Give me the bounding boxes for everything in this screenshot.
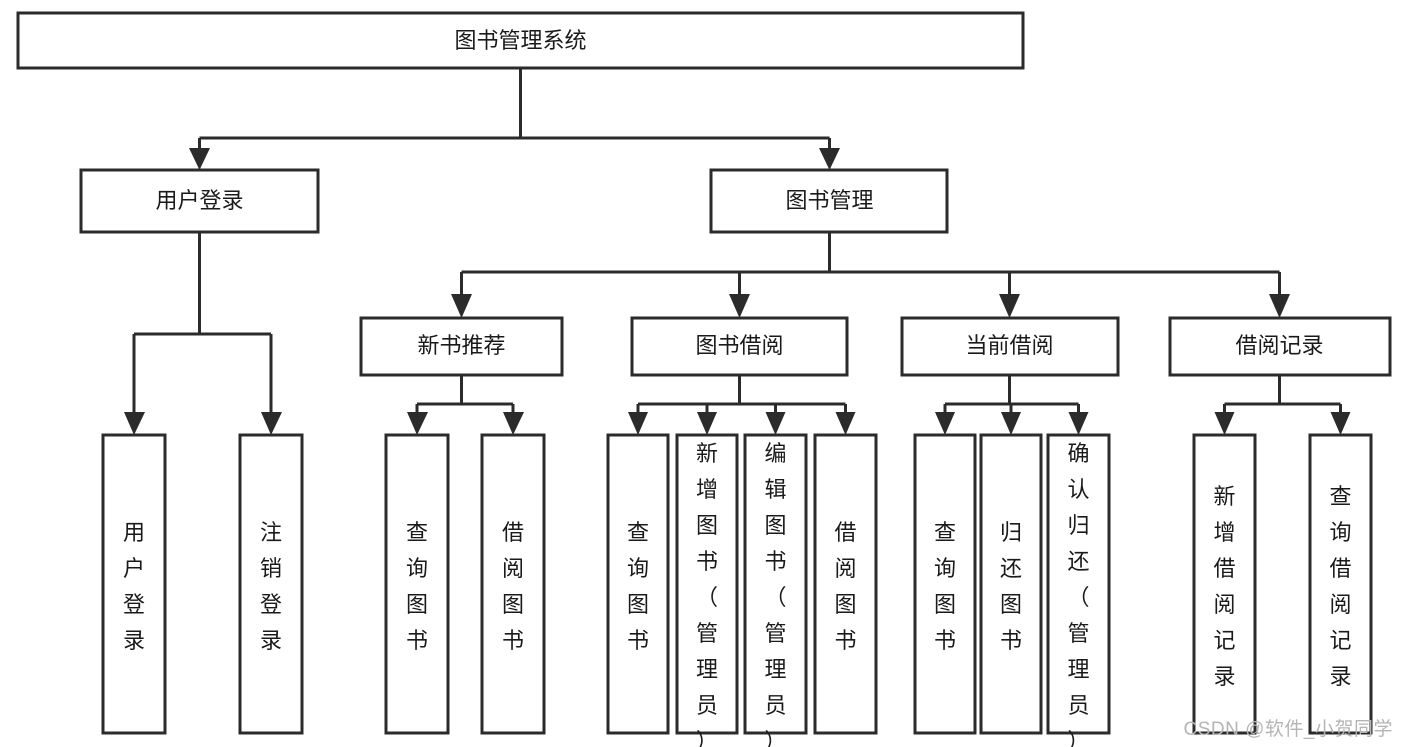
arrow-head-leaf-user-logout xyxy=(261,412,282,435)
node-book-management-label: 图书管理 xyxy=(785,188,873,213)
node-leaf-query-book-1-label: 查询图书 xyxy=(406,520,428,653)
arrow-head-leaf-query-book-2 xyxy=(628,412,648,435)
node-leaf-query-book-2[interactable]: 查询图书 xyxy=(606,433,670,735)
node-leaf-add-record-box[interactable] xyxy=(1192,433,1257,735)
arrow-head-user-login xyxy=(189,148,210,170)
node-leaf-query-book-3-box[interactable] xyxy=(913,433,977,735)
node-leaf-query-book-3-label: 查询图书 xyxy=(934,520,956,653)
node-current-borrow-box[interactable] xyxy=(900,316,1120,377)
node-leaf-return-book[interactable]: 归还图书 xyxy=(979,433,1043,735)
node-leaf-user-login[interactable]: 用户登录 xyxy=(101,433,167,735)
node-root-box[interactable] xyxy=(16,11,1025,70)
node-book-borrow[interactable]: 图书借阅 xyxy=(630,316,849,377)
node-leaf-return-book-box[interactable] xyxy=(979,433,1043,735)
arrow-head-leaf-user-login xyxy=(124,412,145,435)
node-leaf-query-book-1-box[interactable] xyxy=(384,433,450,735)
node-new-book-recommend-label: 新书推荐 xyxy=(417,333,505,358)
node-book-borrow-box[interactable] xyxy=(630,316,849,377)
arrow-head-book-borrow xyxy=(729,294,750,318)
node-new-book-recommend-box[interactable] xyxy=(359,316,564,377)
node-leaf-query-record[interactable]: 查询借阅记录 xyxy=(1308,433,1373,735)
node-current-borrow[interactable]: 当前借阅 xyxy=(900,316,1120,377)
node-leaf-add-book-box[interactable] xyxy=(675,433,739,735)
node-leaf-borrow-book-1-box[interactable] xyxy=(480,433,546,735)
node-leaf-add-record-label: 新增借阅记录 xyxy=(1213,484,1235,689)
node-user-login-label: 用户登录 xyxy=(155,188,243,213)
node-leaf-confirm-return[interactable]: 确认归还（管理员） xyxy=(1046,433,1111,747)
arrow-head-borrow-record xyxy=(1269,294,1290,318)
node-leaf-edit-book-label: 编辑图书（管理员） xyxy=(764,441,786,747)
node-current-borrow-label: 当前借阅 xyxy=(965,333,1053,358)
node-leaf-edit-book[interactable]: 编辑图书（管理员） xyxy=(743,433,808,747)
arrow-head-leaf-query-book-3 xyxy=(935,412,955,435)
arrow-head-leaf-add-book xyxy=(697,412,717,435)
node-user-login-box[interactable] xyxy=(79,168,320,234)
arrow-head-leaf-confirm-return xyxy=(1068,412,1089,435)
node-leaf-edit-book-box[interactable] xyxy=(743,433,808,735)
arrow-head-current-borrow xyxy=(999,294,1020,318)
node-user-login[interactable]: 用户登录 xyxy=(79,168,320,234)
node-leaf-borrow-book-2[interactable]: 借阅图书 xyxy=(813,433,878,735)
node-leaf-borrow-book-1[interactable]: 借阅图书 xyxy=(480,433,546,735)
node-leaf-user-logout-label: 注销登录 xyxy=(260,520,282,653)
node-leaf-confirm-return-box[interactable] xyxy=(1046,433,1111,735)
node-leaf-user-logout[interactable]: 注销登录 xyxy=(238,433,304,735)
arrow-head-new-book-recommend xyxy=(451,294,472,318)
node-borrow-record-box[interactable] xyxy=(1168,316,1392,377)
node-leaf-return-book-label: 归还图书 xyxy=(1000,520,1022,653)
node-leaf-user-login-box[interactable] xyxy=(101,433,167,735)
node-leaf-query-record-box[interactable] xyxy=(1308,433,1373,735)
arrow-head-leaf-query-book-1 xyxy=(407,412,428,435)
node-book-management[interactable]: 图书管理 xyxy=(709,168,949,234)
node-root-label: 图书管理系统 xyxy=(454,28,586,53)
node-borrow-record[interactable]: 借阅记录 xyxy=(1168,316,1392,377)
node-leaf-query-book-2-box[interactable] xyxy=(606,433,670,735)
node-leaf-user-login-label: 用户登录 xyxy=(123,520,145,653)
arrow-head-leaf-edit-book xyxy=(765,412,786,435)
leaf-layer: 用户登录 注销登录 查询图书 借阅图书 查询图书 新 xyxy=(101,433,1373,747)
arrow-head-leaf-borrow-book-2 xyxy=(835,412,856,435)
node-book-borrow-label: 图书借阅 xyxy=(695,333,783,358)
node-leaf-query-record-label: 查询借阅记录 xyxy=(1329,484,1351,689)
arrow-head-leaf-query-record xyxy=(1330,412,1351,435)
node-leaf-query-book-2-label: 查询图书 xyxy=(627,520,649,653)
node-book-management-box[interactable] xyxy=(709,168,949,234)
node-borrow-record-label: 借阅记录 xyxy=(1235,333,1323,358)
node-root[interactable]: 图书管理系统 xyxy=(16,11,1025,70)
node-leaf-borrow-book-2-box[interactable] xyxy=(813,433,878,735)
node-leaf-borrow-book-2-label: 借阅图书 xyxy=(834,520,856,653)
node-leaf-add-book-label: 新增图书（管理员） xyxy=(696,441,718,747)
node-new-book-recommend[interactable]: 新书推荐 xyxy=(359,316,564,377)
node-leaf-query-book-3[interactable]: 查询图书 xyxy=(913,433,977,735)
node-leaf-borrow-book-1-label: 借阅图书 xyxy=(502,520,524,653)
arrow-head-leaf-borrow-book-1 xyxy=(503,412,524,435)
node-leaf-user-logout-box[interactable] xyxy=(238,433,304,735)
arrow-head-leaf-return-book xyxy=(1001,412,1021,435)
arrow-head-book-management xyxy=(819,148,840,170)
arrow-head-leaf-add-record xyxy=(1214,412,1235,435)
node-leaf-add-book[interactable]: 新增图书（管理员） xyxy=(675,433,739,747)
connector-layer xyxy=(124,68,1351,435)
node-leaf-add-record[interactable]: 新增借阅记录 xyxy=(1192,433,1257,735)
node-leaf-confirm-return-label: 确认归还（管理员） xyxy=(1067,441,1089,747)
node-leaf-query-book-1[interactable]: 查询图书 xyxy=(384,433,450,735)
